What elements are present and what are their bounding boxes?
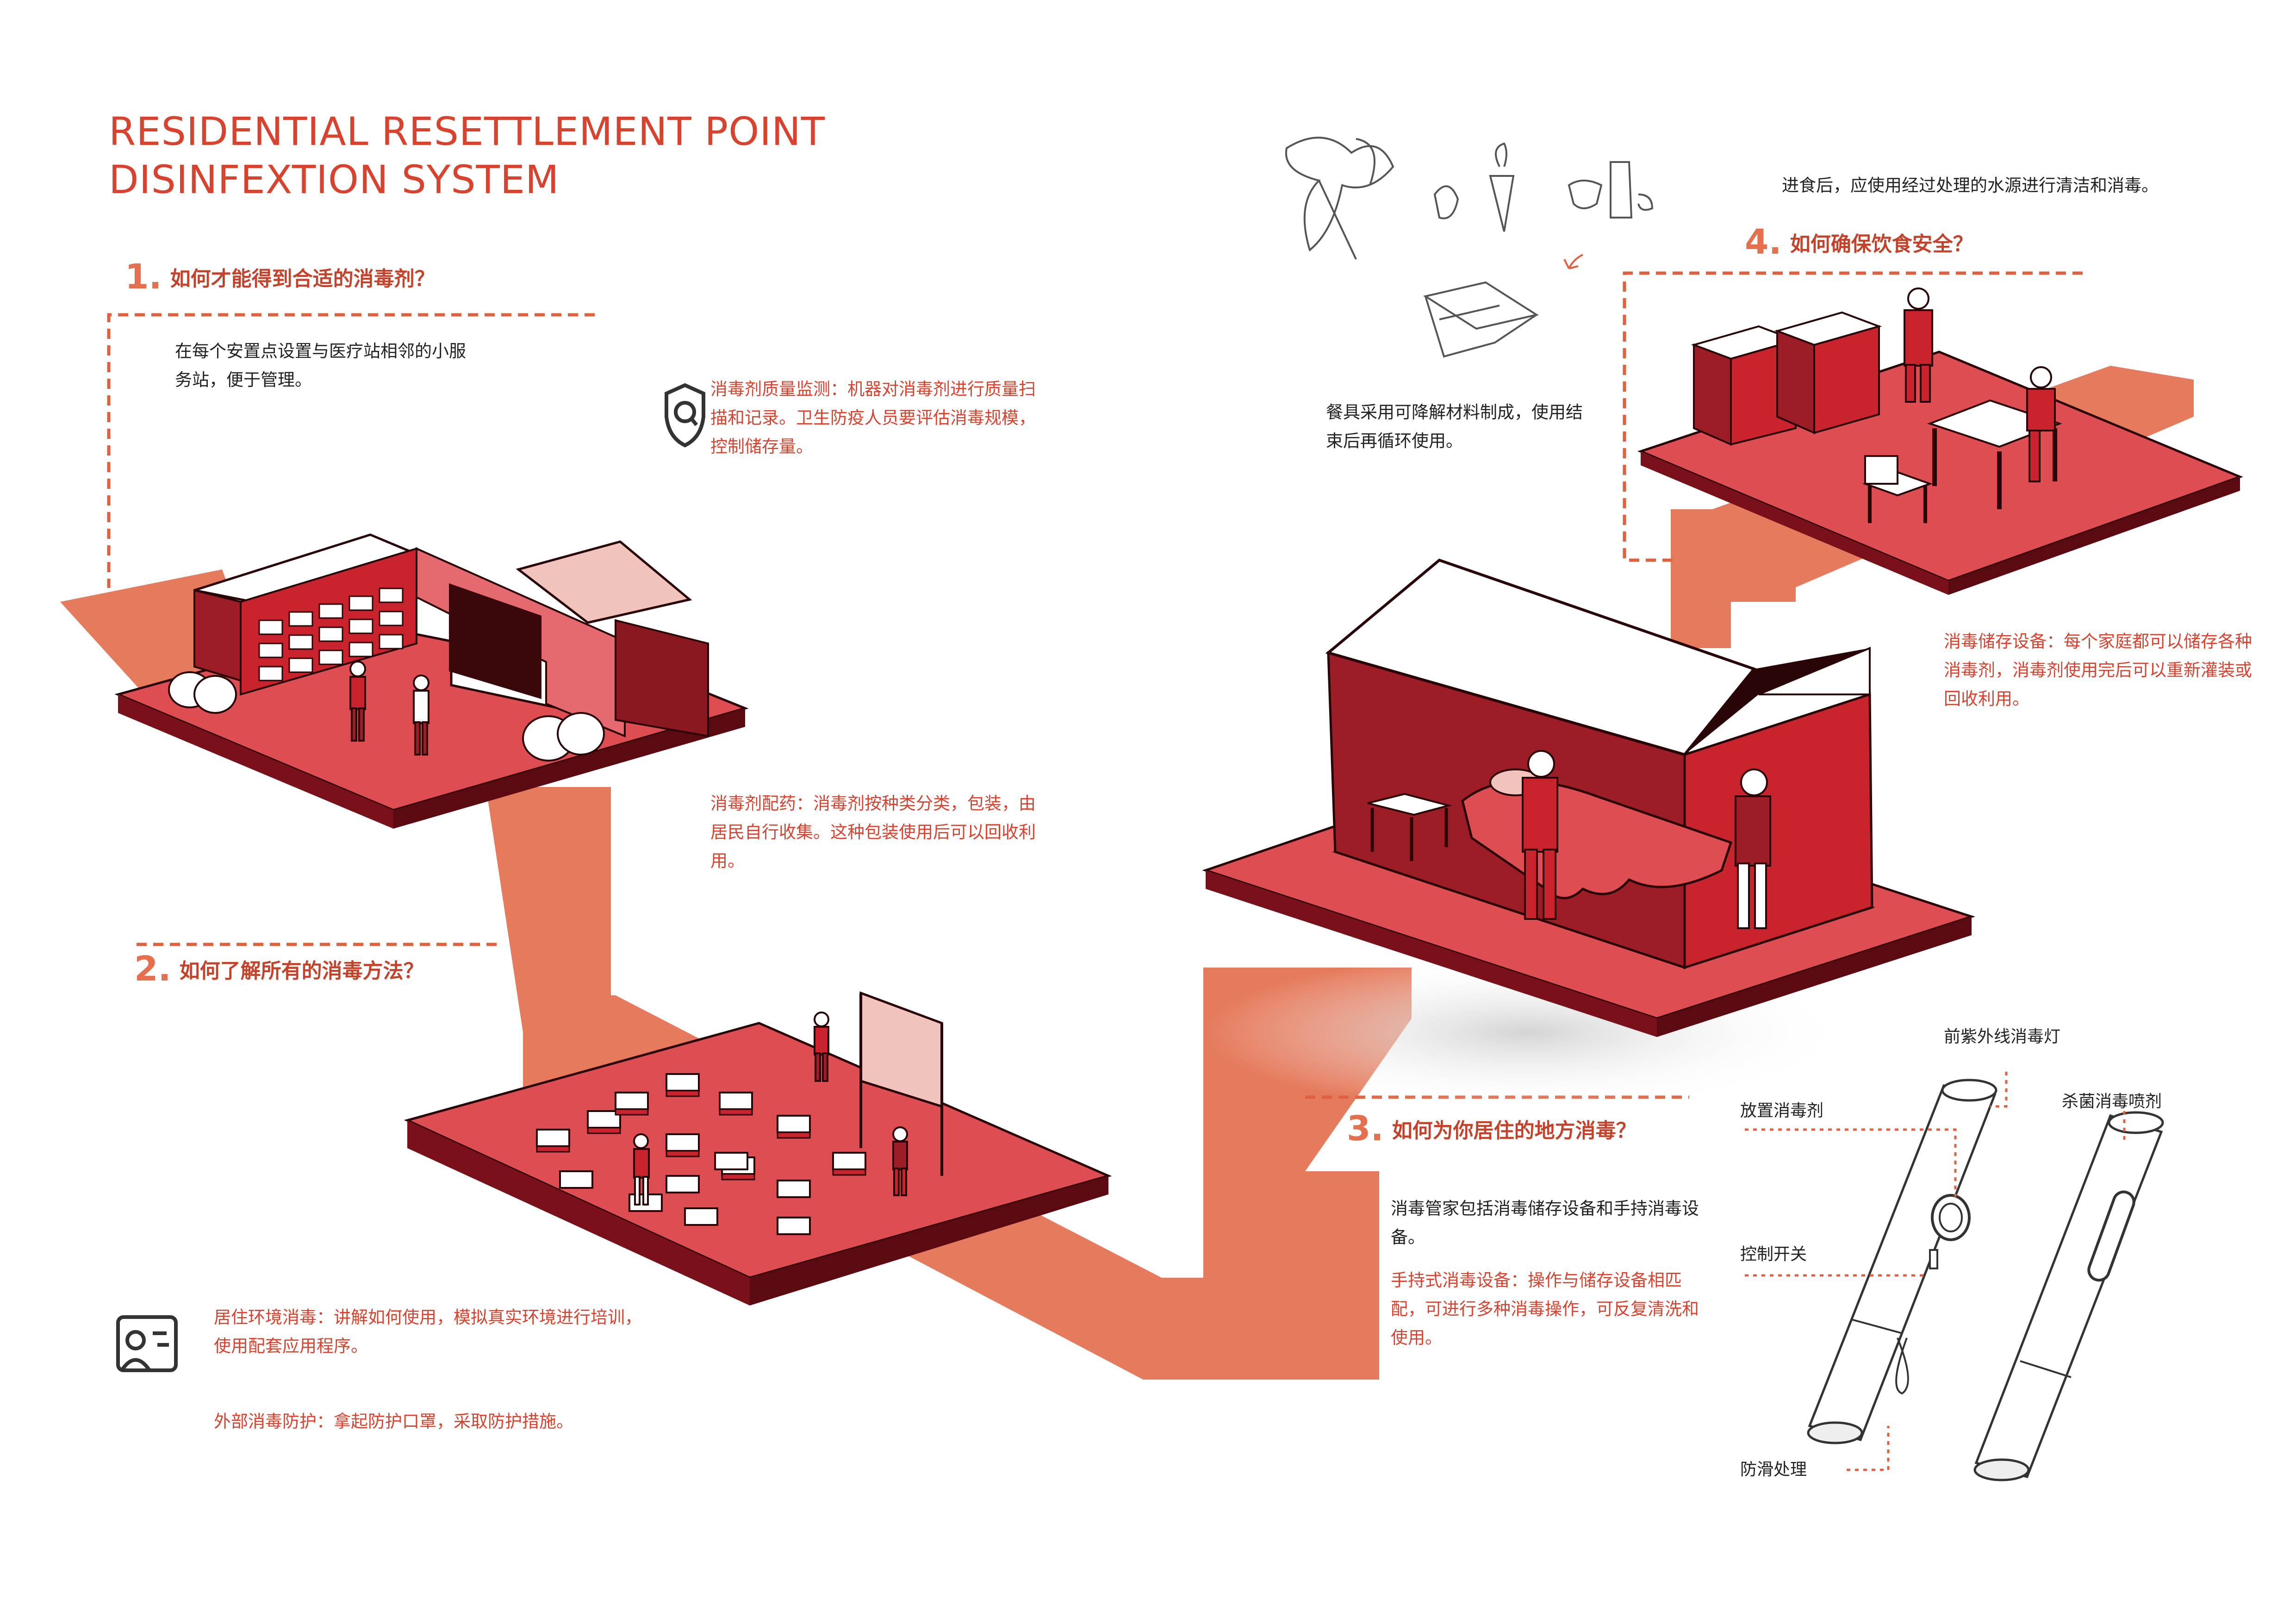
step-4-heading: 4. 如何确保饮食安全？ (1745, 222, 1973, 262)
training-board-icon (116, 1315, 178, 1372)
label-anti-slip: 防滑处理 (1740, 1460, 1807, 1479)
label-control-switch: 控制开关 (1740, 1245, 1807, 1264)
shield-q-icon (665, 383, 705, 448)
step-3-number: 3. (1347, 1109, 1384, 1149)
step-2-note-training: 居住环境消毒：讲解如何使用，模拟真实环境进行培训，使用配套应用程序。 (214, 1307, 642, 1356)
step-1-note-quality: 消毒剂质量监测：机器对消毒剂进行质量扫描和记录。卫生防疫人员要评估消毒规模，控制… (710, 379, 1036, 456)
platform-dining (1637, 287, 2243, 595)
step-3-question: 如何为你居住的地方消毒？ (1392, 1119, 1636, 1143)
step-4-text-water: 进食后，应使用经过处理的水源进行清洁和消毒。 (1782, 175, 2159, 195)
step-1-question: 如何才能得到合适的消毒剂？ (170, 267, 435, 291)
step-1-text: 在每个安置点设置与医疗站相邻的小服务站，便于管理。 (175, 341, 466, 390)
disinfection-devices (1807, 1079, 2164, 1481)
title-line-1: RESIDENTIAL RESETTLEMENT POINT (109, 109, 826, 154)
step-2-question: 如何了解所有的消毒方法？ (179, 959, 424, 983)
food-sketches (1285, 137, 1654, 358)
step-2-heading: 2. 如何了解所有的消毒方法？ (134, 949, 424, 989)
platform-house (1202, 558, 1976, 1111)
step-4-text-tableware: 餐具采用可降解材料制成，使用结束后再循环使用。 (1326, 402, 1583, 451)
title-line-2: DISINFEXTION SYSTEM (109, 157, 560, 202)
step-4-question: 如何确保饮食安全？ (1790, 232, 1973, 256)
platform-service-station (114, 533, 749, 829)
step-4-note-storage: 消毒储存设备：每个家庭都可以储存各种消毒剂，消毒剂使用完后可以重新灌装或回收利用… (1944, 631, 2252, 709)
label-uv-lamp: 前紫外线消毒灯 (1944, 1027, 2061, 1046)
label-spray: 杀菌消毒喷剂 (2062, 1092, 2162, 1111)
step-3-heading: 3. 如何为你居住的地方消毒？ (1347, 1109, 1636, 1149)
step-1-number: 1. (125, 257, 162, 297)
step-3-note-handheld: 手持式消毒设备：操作与储存设备相匹配，可进行多种消毒操作，可反复清洗和使用。 (1391, 1270, 1699, 1348)
step-3-text: 消毒管家包括消毒储存设备和手持消毒设备。 (1391, 1199, 1699, 1247)
step-2-number: 2. (134, 949, 171, 989)
step-2-note-protection: 外部消毒防护：拿起防护口罩，采取防护措施。 (214, 1412, 573, 1431)
step-4-number: 4. (1745, 222, 1782, 262)
device-callouts (1745, 1072, 2126, 1471)
platform-training (404, 991, 1112, 1305)
label-place-disinfectant: 放置消毒剂 (1740, 1101, 1824, 1120)
step-1-note-dispensing: 消毒剂配药：消毒剂按种类分类，包装，由居民自行收集。这种包装使用后可以回收利用。 (710, 793, 1036, 871)
step-1-heading: 1. 如何才能得到合适的消毒剂？ (125, 257, 435, 297)
page-title: RESIDENTIAL RESETTLEMENT POINT DISINFEXT… (109, 107, 825, 204)
